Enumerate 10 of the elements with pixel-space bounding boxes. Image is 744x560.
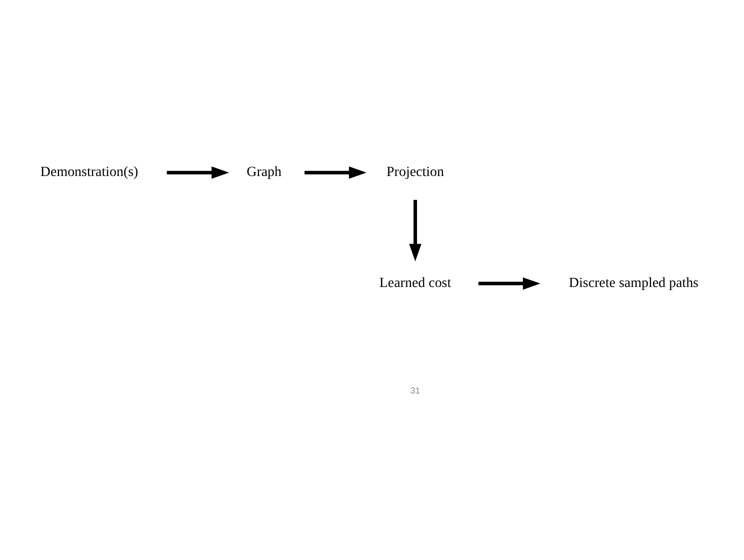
label: 31 [410,385,420,396]
arrow [409,199,422,261]
node-text: Projection [386,164,444,180]
arrow [166,166,230,178]
node-text: Discrete sampled paths [568,275,698,290]
arrow [304,166,366,178]
node-text: Graph [246,164,282,180]
node-text: Learned cost [379,275,452,290]
node-text: Demonstration(s) [40,164,138,180]
arrow [478,276,540,290]
